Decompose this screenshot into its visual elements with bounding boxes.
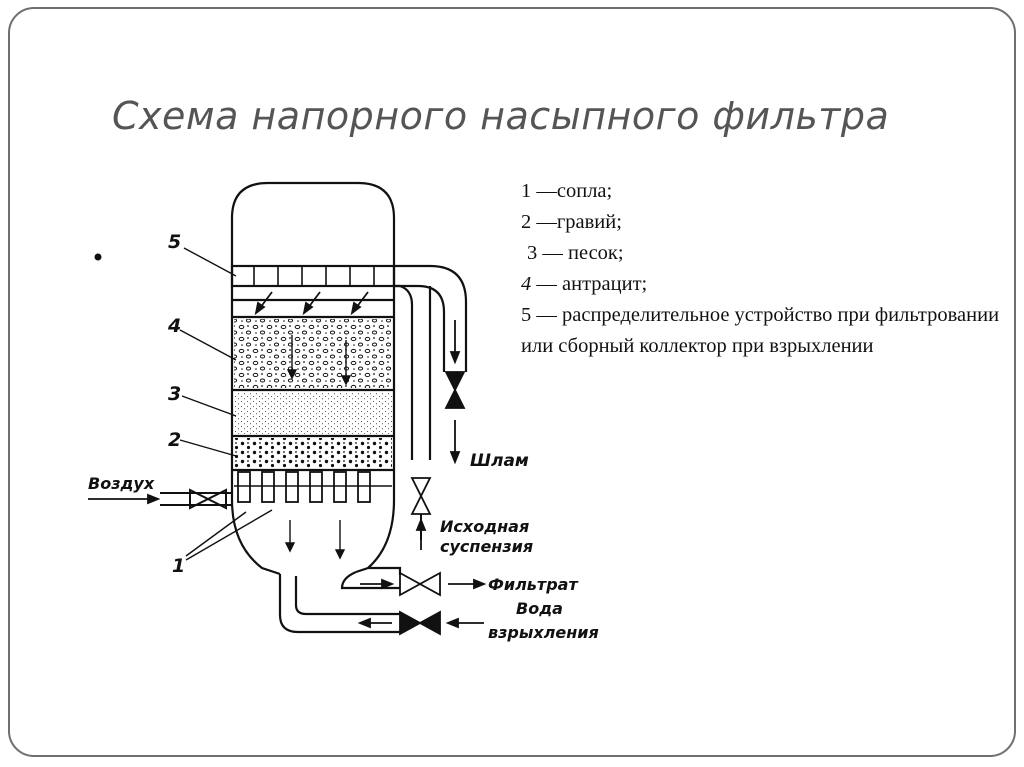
feed-valve-icon	[410, 477, 432, 515]
distributor-dividers	[253, 266, 375, 286]
callout-3: 3	[168, 383, 181, 405]
label-wash-line1: Вода	[516, 599, 563, 618]
air-arrow-icon	[88, 493, 161, 505]
inflow-arrows	[254, 291, 369, 316]
feed-arrow-icon	[415, 517, 427, 550]
air-inlet	[160, 488, 232, 510]
slide-title: Схема напорного насыпного фильтра	[112, 94, 890, 138]
gravel-layer	[234, 438, 392, 468]
legend-item-5: 5 — распределительное устройство при фил…	[521, 300, 1001, 362]
legend-item-4: 4 — антрацит;	[521, 269, 1001, 300]
callout-2: 2	[168, 429, 181, 451]
wash-arrow-icon	[357, 617, 484, 629]
distributor-box	[230, 264, 396, 288]
legend-number: 5	[521, 304, 532, 326]
legend-number: 3	[527, 242, 538, 264]
legend-number: 2	[521, 211, 532, 233]
legend-item-1: 1 —сопла;	[521, 176, 1001, 207]
legend-text: —гравий;	[531, 211, 622, 233]
label-wash-line2: взрыхления	[488, 623, 599, 642]
legend-text: — антрацит;	[531, 273, 648, 295]
sand-layer	[234, 392, 392, 434]
label-sludge: Шлам	[470, 451, 529, 471]
anthracite-layer	[234, 319, 392, 388]
legend: 1 —сопла; 2 —гравий; 3 — песок; 4 — антр…	[521, 176, 1001, 362]
callout-5: 5	[168, 231, 181, 253]
wash-valve-icon	[399, 610, 441, 636]
filtrate-valve-icon	[399, 571, 441, 597]
legend-text: —сопла;	[531, 180, 613, 202]
slide-frame	[8, 7, 1016, 757]
legend-text: — распределительное устройство при фильт…	[521, 304, 1000, 357]
legend-number: 4	[521, 273, 532, 295]
legend-text: — песок;	[537, 242, 624, 264]
label-feed-line2: суспензия	[440, 537, 533, 556]
filtrate-arrow-icon	[360, 578, 487, 590]
stray-mark	[94, 253, 102, 261]
legend-item-2: 2 —гравий;	[521, 207, 1001, 238]
callout-leaders	[179, 247, 273, 561]
sludge-pipe	[394, 264, 468, 460]
bed-flow-arrows	[284, 335, 352, 560]
legend-number: 1	[521, 180, 532, 202]
legend-item-3: 3 — песок;	[521, 238, 1001, 269]
label-air: Воздух	[88, 474, 155, 493]
callout-1: 1	[172, 555, 185, 577]
callout-4: 4	[167, 315, 181, 337]
bottom-pipes	[278, 566, 402, 634]
sludge-arrow-icon	[449, 320, 461, 465]
sludge-valve-icon	[444, 371, 466, 409]
label-filtrate: Фильтрат	[488, 575, 579, 594]
nozzles	[237, 471, 371, 503]
label-feed-line1: Исходная	[440, 517, 529, 536]
vessel-shell	[230, 181, 396, 576]
